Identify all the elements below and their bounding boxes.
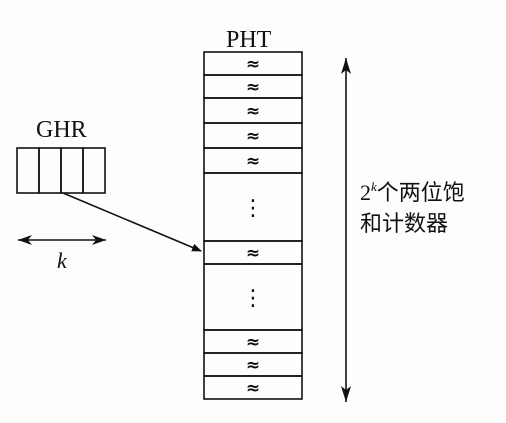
- ghr-cell: [82, 147, 106, 194]
- counter-state-icon: ≈: [246, 127, 260, 147]
- pht-table: ≈ ≈ ≈ ≈ ≈ ⋮ ≈ ⋮ ≈ ≈ ≈: [203, 51, 303, 400]
- counter-state-icon: ≈: [246, 78, 260, 98]
- counter-state-icon: ≈: [246, 356, 260, 376]
- counter-state-icon: ≈: [246, 244, 260, 264]
- counter-state-icon: ≈: [246, 333, 260, 353]
- index-arrow: [62, 192, 202, 252]
- pht-counter-slot: [203, 375, 303, 400]
- entry-count-arrow: [341, 58, 351, 402]
- pht-title: PHT: [226, 27, 272, 53]
- entry-count-label-line1: 2k个两位饱: [360, 180, 465, 205]
- counter-state-icon: ≈: [246, 55, 260, 75]
- entry-count-label-line2: 和计数器: [360, 212, 449, 237]
- ghr-title: GHR: [36, 117, 87, 143]
- vertical-ellipsis-icon: ⋮: [242, 286, 264, 311]
- counter-state-icon: ≈: [246, 102, 260, 122]
- entry-count-exponent: k: [371, 179, 377, 194]
- ghr-cell: [16, 147, 40, 194]
- k-label: k: [57, 248, 67, 273]
- k-width-arrow: [18, 235, 106, 245]
- ghr-cell: [60, 147, 84, 194]
- counter-state-icon: ≈: [246, 152, 260, 172]
- entry-count-text: 个两位饱: [376, 181, 465, 206]
- entry-count-base: 2: [360, 180, 371, 205]
- counter-state-icon: ≈: [246, 379, 260, 399]
- vertical-ellipsis-icon: ⋮: [242, 196, 264, 221]
- ghr-register: [16, 147, 106, 194]
- ghr-cell: [38, 147, 62, 194]
